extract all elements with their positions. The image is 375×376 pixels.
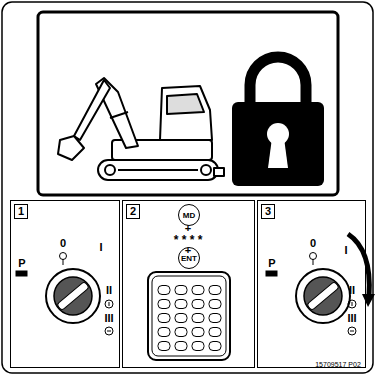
keypad-button (158, 342, 170, 351)
position-label: III (104, 313, 113, 324)
callout-number: 3 (261, 204, 275, 219)
position-label: 0 (60, 238, 66, 249)
button-label: MD (183, 211, 195, 220)
keypad-button (175, 328, 187, 337)
keypad-button (209, 314, 221, 323)
key-switch (46, 269, 100, 323)
figure-code: 15709517 P02 (315, 361, 361, 368)
keypad-button (209, 342, 221, 351)
position-label: I (99, 242, 102, 253)
keypad-button (158, 300, 170, 309)
position-label: II (349, 285, 355, 296)
callout-number: 1 (14, 204, 28, 219)
code-symbol: + (185, 223, 191, 234)
callout-number: 2 (126, 204, 140, 219)
keypad-button (175, 300, 187, 309)
keypad-button (209, 286, 221, 295)
padlock-symbol (232, 57, 324, 186)
keypad-button (192, 314, 204, 323)
keypad-button (175, 314, 187, 323)
keypad-button (175, 286, 187, 295)
position-label: P (18, 258, 25, 269)
keypad-button (192, 342, 204, 351)
turn-arrow (348, 234, 375, 307)
keypad-button (158, 314, 170, 323)
outer-frame (2, 2, 373, 373)
keypad-button (192, 286, 204, 295)
position-label: I (344, 245, 347, 256)
position-label: II (106, 285, 112, 296)
keypad-button (192, 300, 204, 309)
keypad-button (158, 328, 170, 337)
code-symbol: + (185, 245, 191, 256)
keypad-button (158, 286, 170, 295)
key-switch (296, 269, 350, 323)
position-label: III (347, 313, 356, 324)
excavator-drawing (58, 78, 224, 180)
position-label: 0 (310, 238, 316, 249)
keypad (148, 272, 230, 360)
control-panel: 1 (10, 200, 120, 368)
keypad-button (209, 300, 221, 309)
display-screen (38, 12, 338, 195)
keypad-button (209, 328, 221, 337)
keypad-button (192, 328, 204, 337)
position-label: P (268, 258, 275, 269)
keypad-button (175, 342, 187, 351)
